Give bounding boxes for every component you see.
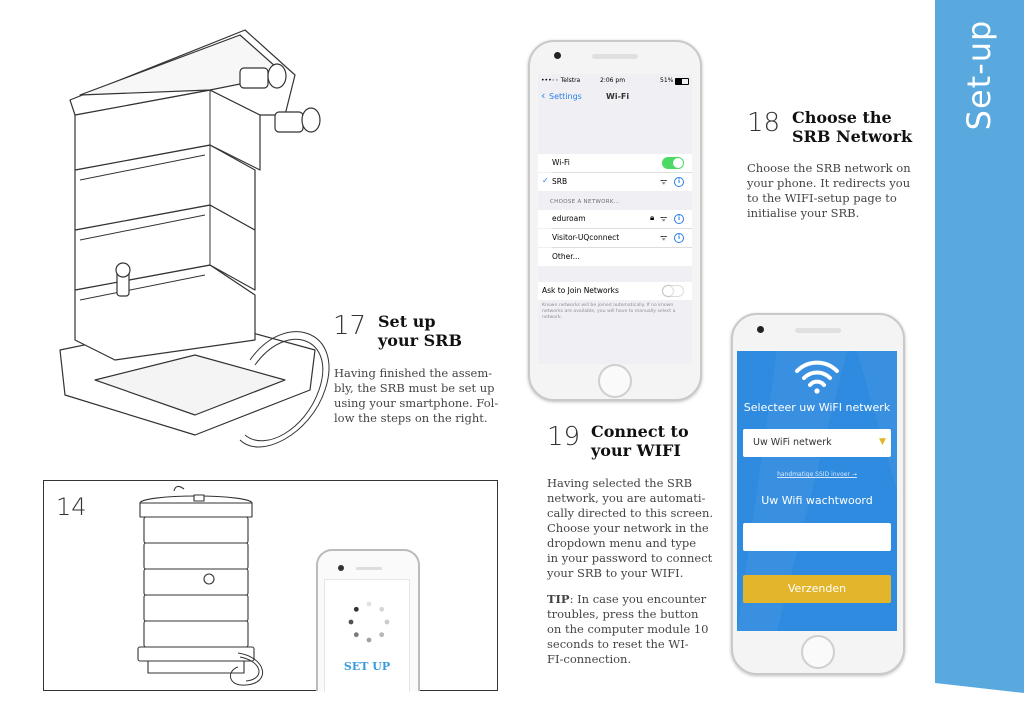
step-19-body: Having selected the SRB network, you are… — [547, 476, 714, 580]
side-tab-label: Set-up — [960, 19, 998, 131]
lock-icon: 🔒︎ — [650, 213, 655, 222]
carrier-label: •••◦◦ Telstra — [541, 77, 581, 84]
ask-join-row: Ask to Join Networks — [538, 282, 692, 300]
step-17-number: 17 — [333, 311, 367, 341]
network-row-other[interactable]: Other... — [538, 248, 692, 266]
manual-ssid-link[interactable]: handmatige SSID invoer → — [777, 471, 857, 478]
battery-label: 51% — [660, 77, 674, 84]
dropdown-arrow-icon: ▼ — [879, 437, 886, 447]
home-button[interactable] — [598, 364, 632, 398]
network-row-srb[interactable]: ✓ SRB ᯤ i — [538, 173, 692, 191]
step-14-box: 14 — [43, 480, 498, 692]
phone-speaker — [795, 328, 841, 333]
setup-title: Selecteer uw WiFI netwerk — [743, 401, 891, 414]
network-name: Other... — [552, 252, 580, 261]
section-header: CHOOSE A NETWORK... — [550, 199, 620, 205]
clock-label: 2:06 pm — [600, 77, 626, 84]
step-14-number: 14 — [56, 493, 87, 521]
loading-spinner-icon — [348, 601, 390, 643]
ask-join-label: Ask to Join Networks — [542, 286, 619, 295]
dropdown-value: Uw WiFi netwerk — [753, 437, 832, 448]
nav-title: Wi-Fi — [606, 92, 630, 101]
network-row-eduroam[interactable]: eduroam 🔒︎ ᯤ i — [538, 210, 692, 228]
srb-assembly-illustration — [59, 29, 330, 448]
wifi-logo-icon — [795, 360, 839, 394]
side-tab: Set-up — [935, 0, 1024, 693]
home-button[interactable] — [801, 635, 835, 669]
network-name: Visitor-UQconnect — [552, 233, 620, 242]
phone-camera — [554, 52, 561, 59]
srb-tower-illustration — [137, 485, 263, 686]
step-19-title: Connect to your WIFI — [591, 422, 689, 460]
battery-icon — [675, 78, 689, 85]
tip-body: TIP: In case you encounter troubles, pre… — [547, 592, 709, 666]
submit-button[interactable]: Verzenden — [743, 575, 891, 603]
step-19-number: 19 — [547, 422, 581, 452]
password-label: Uw Wifi wachtwoord — [761, 494, 873, 507]
phone-speaker — [592, 54, 638, 59]
side-tab-tail — [935, 683, 1024, 693]
ios-nav-bar: ‹ Settings Wi-Fi — [538, 87, 692, 107]
mini-phone: SET UP — [316, 549, 420, 692]
wifi-signal-icon: ᯤ — [660, 233, 668, 242]
step-17-title: Set up your SRB — [378, 312, 462, 350]
phone-wifi-setup: Selecteer uw WiFI netwerk Uw WiFi netwer… — [731, 313, 905, 675]
step-18-number: 18 — [747, 108, 781, 138]
tip-label: TIP — [547, 592, 570, 606]
ios-status-bar: •••◦◦ Telstra 2:06 pm 51% — [538, 74, 692, 86]
ask-join-note: Known networks will be joined automatica… — [542, 303, 676, 320]
wifi-toggle-row: Wi-Fi — [538, 154, 692, 172]
wifi-toggle-label: Wi-Fi — [552, 158, 570, 167]
checkmark-icon: ✓ — [542, 176, 549, 185]
network-dropdown[interactable]: Uw WiFi netwerk ▼ — [743, 429, 891, 457]
back-chevron-icon[interactable]: ‹ — [541, 89, 546, 102]
step-18-title: Choose the SRB Network — [792, 108, 913, 146]
ios-screen: •••◦◦ Telstra 2:06 pm 51% ‹ Settings Wi-… — [538, 74, 692, 364]
info-icon[interactable]: i — [674, 177, 684, 187]
wifi-setup-screen: Selecteer uw WiFI netwerk Uw WiFi netwer… — [737, 351, 897, 631]
mini-phone-screen: SET UP — [324, 579, 410, 692]
wifi-signal-icon: ᯤ — [660, 177, 668, 186]
phone-camera — [757, 326, 764, 333]
password-input[interactable] — [743, 523, 891, 551]
wifi-signal-icon: ᯤ — [660, 214, 668, 223]
info-icon[interactable]: i — [674, 214, 684, 224]
info-icon[interactable]: i — [674, 233, 684, 243]
wifi-toggle-switch[interactable] — [662, 157, 684, 169]
step-18-body: Choose the SRB network on your phone. It… — [747, 161, 911, 220]
step-17-body: Having finished the assem- bly, the SRB … — [334, 366, 499, 425]
back-settings-link[interactable]: Settings — [549, 92, 582, 101]
network-name: eduroam — [552, 214, 586, 223]
phone-wifi-settings: •••◦◦ Telstra 2:06 pm 51% ‹ Settings Wi-… — [528, 40, 702, 401]
ask-join-switch[interactable] — [662, 285, 684, 297]
network-row-visitor[interactable]: Visitor-UQconnect ᯤ i — [538, 229, 692, 247]
network-name: SRB — [552, 177, 568, 186]
mini-phone-label: SET UP — [343, 660, 391, 673]
